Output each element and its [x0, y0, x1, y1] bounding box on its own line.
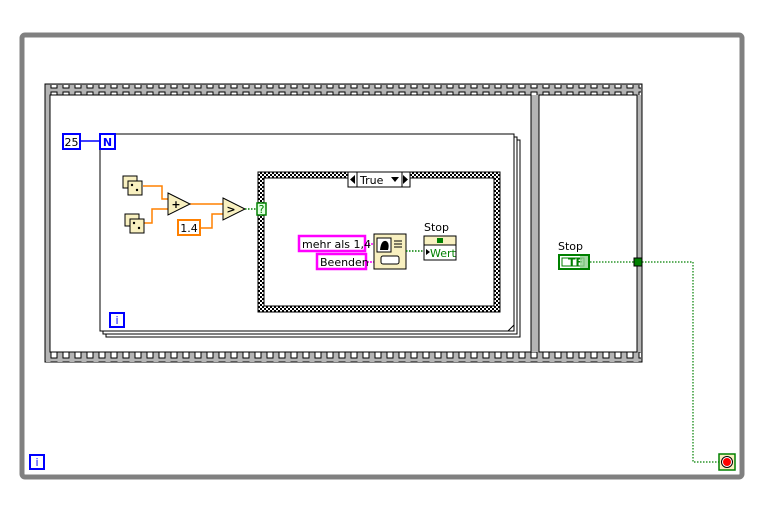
while-iteration-terminal: i	[29, 454, 45, 470]
svg-text:Wert: Wert	[430, 247, 457, 260]
stop-button-terminal[interactable]: TF	[558, 254, 590, 270]
svg-text:>: >	[226, 203, 235, 216]
svg-text:N: N	[103, 136, 112, 149]
case-selector-terminal: ?	[256, 202, 267, 216]
loop-condition-terminal[interactable]	[718, 453, 736, 471]
sequence-tunnel[interactable]	[633, 257, 643, 267]
loop-count-terminal: N	[99, 133, 116, 150]
stop-icon	[723, 458, 731, 466]
one-button-dialog-icon[interactable]	[373, 233, 407, 270]
chevron-down-icon[interactable]	[391, 177, 399, 182]
button-string-constant[interactable]: Beenden	[315, 252, 369, 271]
loop-count-constant[interactable]: 25	[62, 133, 81, 150]
increment-arrow-icon[interactable]	[403, 175, 408, 184]
svg-text:?: ?	[259, 203, 265, 216]
svg-text:i: i	[35, 456, 38, 469]
case-selector[interactable]: True	[347, 171, 411, 188]
svg-text:Beenden: Beenden	[320, 256, 369, 269]
outer-stop-label: Stop	[558, 240, 583, 253]
stop-property-node[interactable]: Wert	[423, 235, 457, 261]
random-number-icon[interactable]	[122, 175, 143, 196]
while-loop[interactable]	[19, 32, 745, 480]
threshold-constant[interactable]: 1.4	[177, 219, 201, 236]
decrement-arrow-icon[interactable]	[350, 175, 355, 184]
svg-text:1.4: 1.4	[180, 222, 198, 235]
svg-text:+: +	[171, 198, 180, 211]
boolean-wire	[590, 261, 720, 463]
svg-text:i: i	[115, 314, 118, 327]
greater-function-icon[interactable]: >	[222, 197, 247, 221]
message-string-constant[interactable]: mehr als 1,4	[297, 234, 371, 253]
svg-text:mehr als 1,4: mehr als 1,4	[302, 238, 371, 251]
svg-text:25: 25	[65, 136, 79, 149]
numeric-wires	[143, 185, 223, 229]
add-function-icon[interactable]: +	[167, 192, 192, 216]
inner-stop-label: Stop	[424, 221, 449, 234]
random-number-icon[interactable]	[124, 213, 145, 234]
for-iteration-terminal: i	[109, 312, 125, 328]
svg-text:True: True	[359, 174, 384, 187]
svg-text:TF: TF	[568, 256, 583, 269]
